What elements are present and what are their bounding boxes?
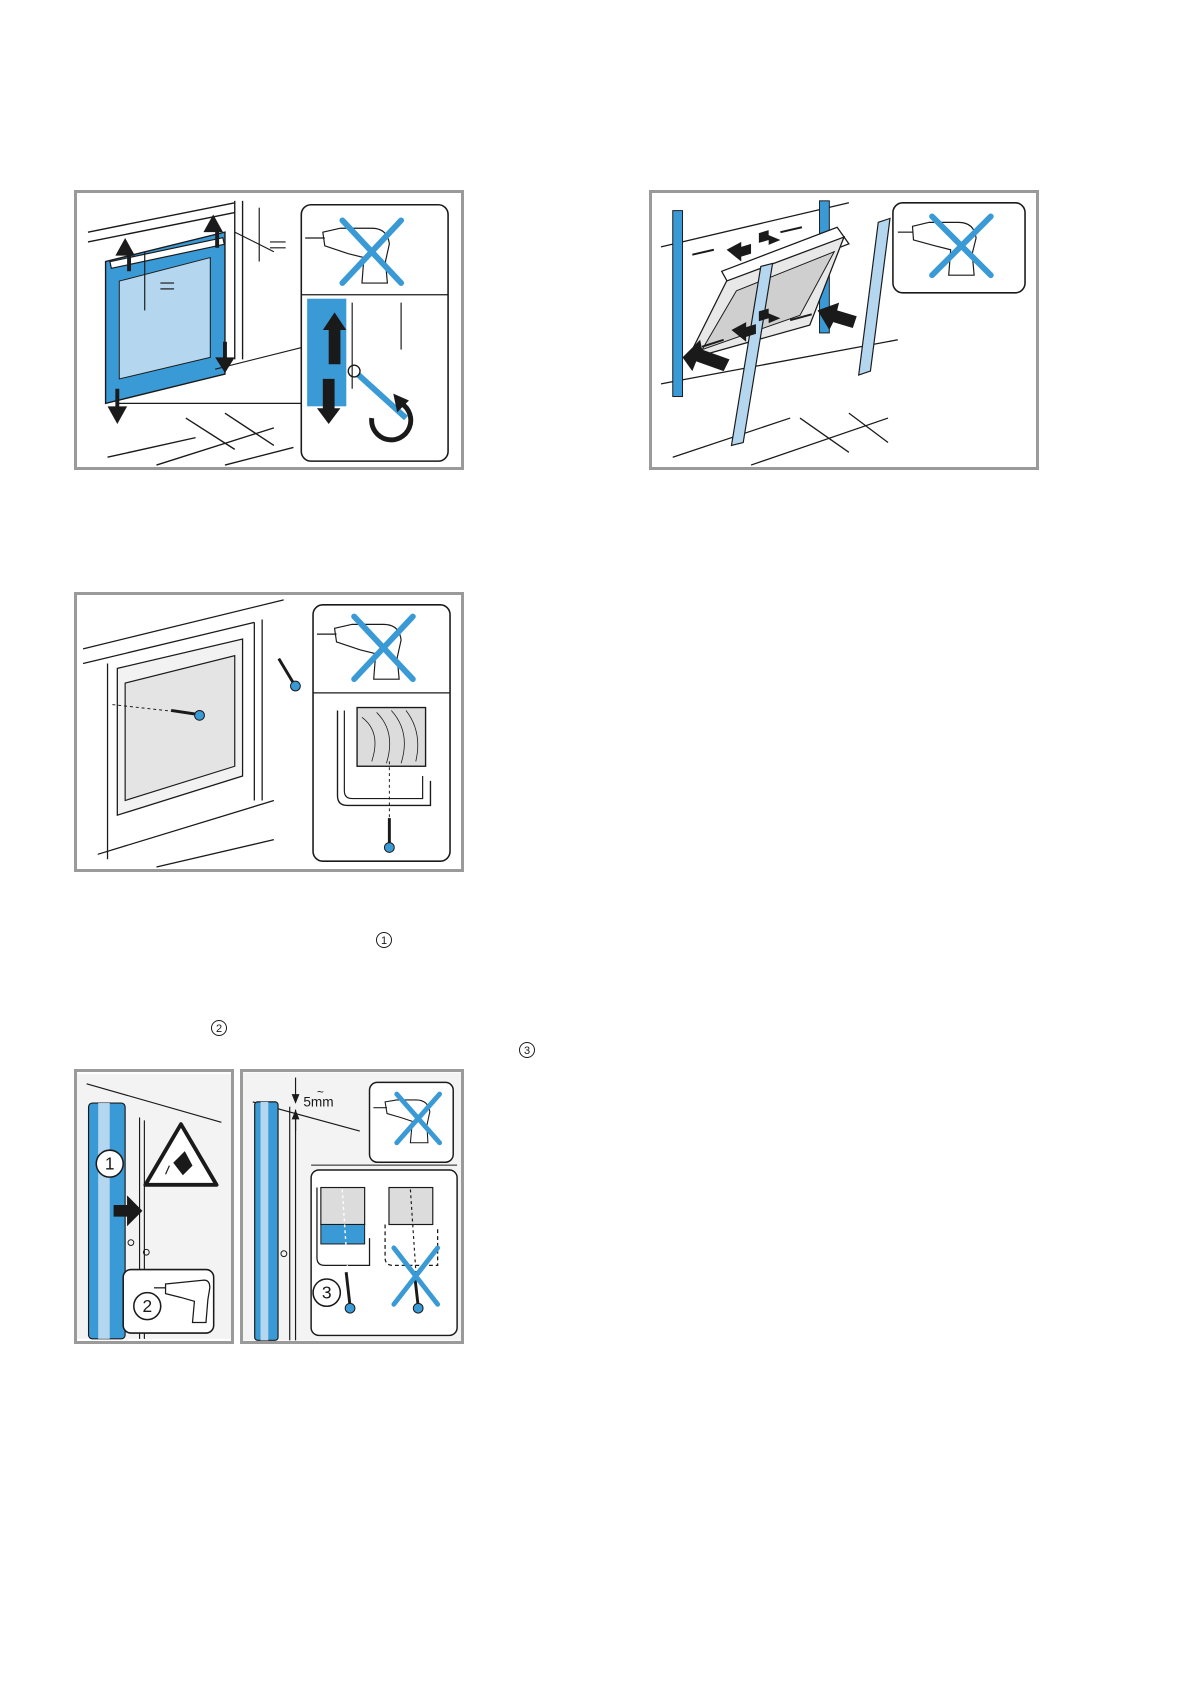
figure-screw-fixing <box>74 592 464 872</box>
figure-bracket-panel-right: 5mm ~ 3 <box>240 1069 464 1344</box>
figure-door-alignment <box>74 190 464 470</box>
gap-approx-symbol: ~ <box>317 1086 324 1099</box>
side-trims-illustration <box>652 193 1036 467</box>
callout-1: 1 <box>105 1153 115 1173</box>
figure-bracket-panel-left: 1 2 <box>74 1069 234 1344</box>
step-marker-2: 2 <box>211 1020 227 1036</box>
screw-fixing-illustration <box>77 595 461 869</box>
callout-2: 2 <box>142 1296 152 1316</box>
step-marker-1: 1 <box>376 932 392 948</box>
callout-3: 3 <box>322 1282 332 1302</box>
door-alignment-illustration <box>77 193 461 467</box>
figure-side-trims <box>649 190 1039 470</box>
step-marker-3: 3 <box>519 1042 535 1058</box>
